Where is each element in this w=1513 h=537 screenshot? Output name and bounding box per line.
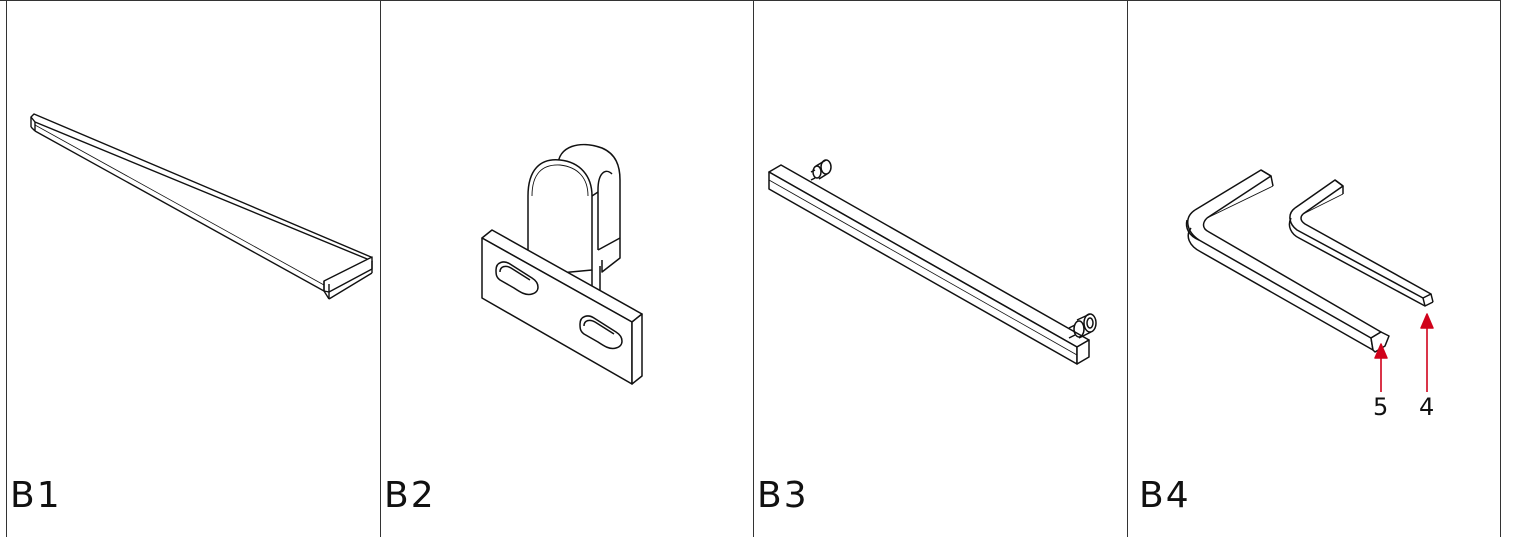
panel-label-b2: B2 [384, 475, 436, 516]
top-border [0, 0, 1501, 1]
left-border [6, 0, 7, 537]
callout-arrows [1374, 313, 1434, 392]
divider-1 [380, 0, 381, 537]
panel-label-b3: B3 [757, 475, 809, 516]
panel-b2: B2 [380, 0, 753, 537]
panel-b3: B3 [753, 0, 1127, 537]
right-border [1500, 0, 1501, 537]
hex-keys-drawing [1185, 169, 1434, 392]
panel-label-b4: B4 [1139, 475, 1191, 516]
panel-label-b1: B1 [10, 475, 62, 516]
glass-clamp-drawing [481, 143, 643, 385]
divider-3 [1127, 0, 1128, 537]
panel-b4: 5 4 B4 [1127, 0, 1500, 537]
bar-handle-drawing [30, 113, 373, 300]
pull-handle-drawing [768, 159, 1097, 365]
callout-label-5: 5 [1373, 393, 1389, 421]
callout-label-4: 4 [1419, 393, 1435, 421]
panel-b1: B1 [6, 0, 380, 537]
divider-2 [753, 0, 754, 537]
